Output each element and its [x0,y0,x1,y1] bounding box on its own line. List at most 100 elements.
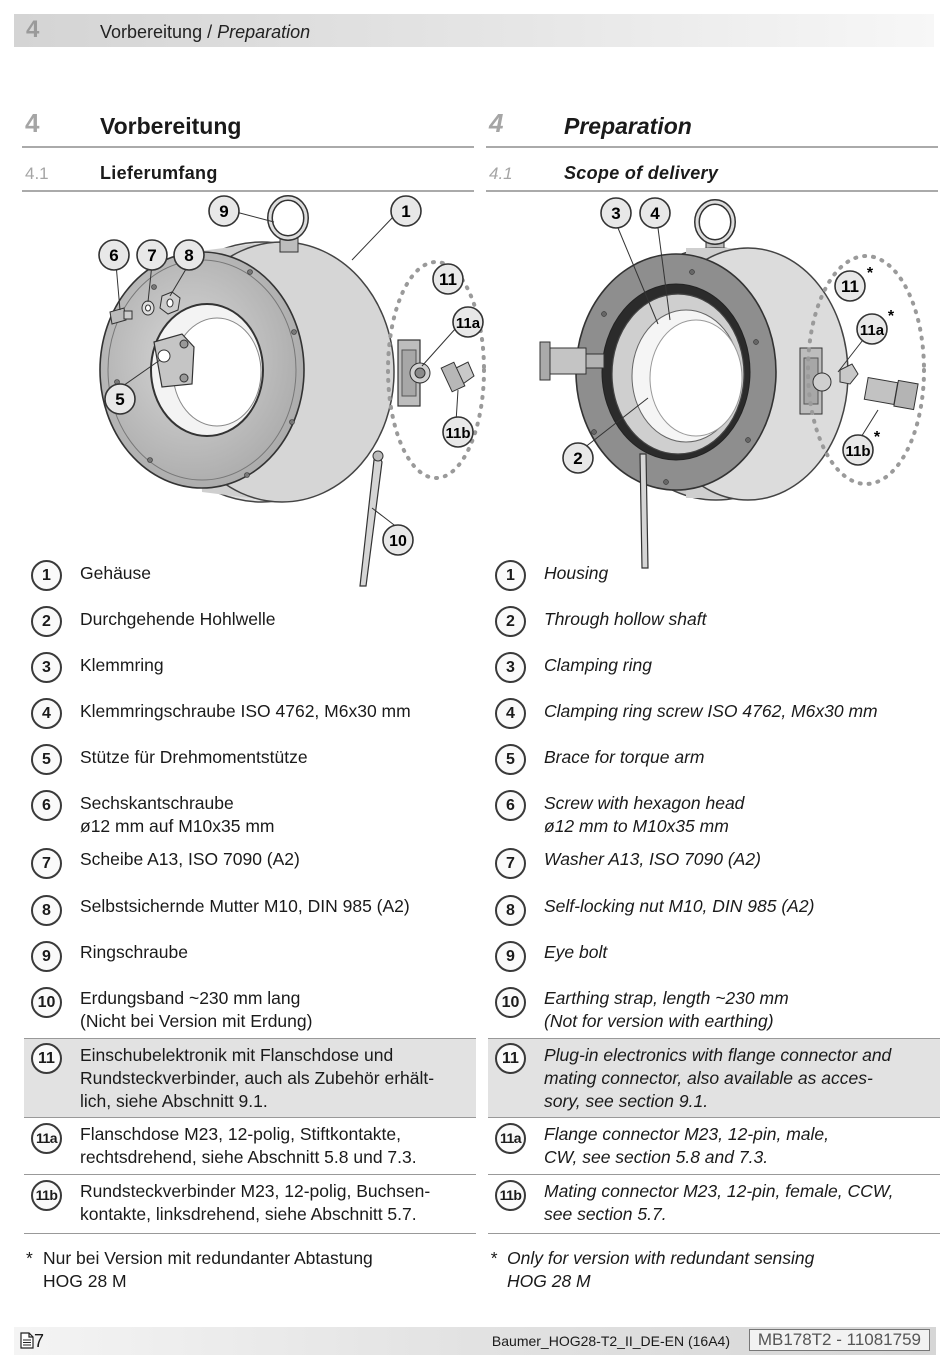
svg-text:11b: 11b [845,443,870,460]
item-number-badge: 8 [31,895,62,926]
list-item: 5 Stütze für Drehmomentstütze [24,740,476,780]
item-number-badge: 3 [31,652,62,683]
svg-text:8: 8 [184,246,193,265]
callout-9: 9 [208,195,240,227]
callout-11: 11 [432,263,464,295]
page-document-icon [20,1332,34,1349]
svg-text:7: 7 [147,246,156,265]
callout-11b: 11b [842,434,874,466]
section-title: Vorbereitung [100,113,242,139]
page-number: 7 [20,1331,44,1352]
item-text: Sechskantschraube ø12 mm auf M10x35 mm [80,793,275,836]
svg-text:11: 11 [439,270,457,289]
callout-11: 11 [834,270,866,302]
item-text: Selbstsichernde Mutter M10, DIN 985 (A2) [80,896,410,916]
item-number-badge: 11a [31,1123,62,1154]
callout-10: 10 [382,524,414,556]
footnote-text: Only for version with redundant sensing … [507,1248,815,1291]
subsection-title: Scope of delivery [564,163,719,183]
encoder-front-illustration: 9 1 6 7 8 11 11a 5 11b 10 [22,192,486,596]
item-number-badge: 2 [495,606,526,637]
list-item: 6 Sechskantschraube ø12 mm auf M10x35 mm [24,786,476,838]
german-column-headings: 4 Vorbereitung 4.1 Lieferumfang [22,100,474,192]
item-text: Gehäuse [80,563,152,583]
list-item: 2 Through hollow shaft [488,602,940,642]
document-name: Baumer_HOG28-T2_II_DE-EN (16A4) [491,1333,730,1349]
item-text: Clamping ring [544,655,652,675]
running-header: 4 Vorbereitung / Preparation [14,14,934,47]
chapter-number: 4 [26,16,40,43]
english-column-headings: 4 Preparation 4.1 Scope of delivery [486,100,938,192]
item-text: Klemmring [80,655,164,675]
svg-text:6: 6 [109,246,118,265]
item-number-badge: 4 [31,698,62,729]
footnote-asterisk: * [490,1248,497,1268]
item-number-badge: 3 [495,652,526,683]
item-text: Erdungsband ~230 mm lang (Nicht bei Vers… [80,988,313,1031]
subsection-heading: 4.1 Lieferumfang [22,160,474,192]
footnote-text: Nur bei Version mit redundanter Abtastun… [43,1248,373,1291]
item-number-badge: 9 [495,941,526,972]
callout-11b: 11b [442,416,474,448]
page-footer: 7 Baumer_HOG28-T2_II_DE-EN (16A4) MB178T… [14,1327,936,1355]
document-code: MB178T2 - 11081759 [748,1329,930,1351]
item-number-badge: 8 [495,895,526,926]
list-item: 4 Klemmringschraube ISO 4762, M6x30 mm [24,694,476,734]
subsection-heading: 4.1 Scope of delivery [486,160,938,192]
item-text: Plug-in electronics with flange connecto… [544,1045,892,1111]
list-item: 8 Selbstsichernde Mutter M10, DIN 985 (A2… [24,891,476,931]
item-number-badge: 11a [495,1123,526,1154]
item-number-badge: 6 [495,790,526,821]
item-number-badge: 1 [31,560,62,591]
svg-text:1: 1 [401,202,410,221]
callout-1: 1 [390,195,422,227]
encoder-rear-drawing: 3 4 11 * 11a * 2 11b * [539,197,926,569]
item-text: Brace for torque arm [544,747,705,767]
item-text: Flange connector M23, 12-pin, male, CW, … [544,1124,830,1167]
item-text: Screw with hexagon head ø12 mm to M10x35… [544,793,745,836]
item-text: Earthing strap, length ~230 mm (Not for … [544,988,789,1031]
item-number-badge: 7 [31,848,62,879]
svg-text:5: 5 [115,390,124,409]
section-heading: 4 Vorbereitung [22,100,474,148]
section-number: 4 [25,108,40,138]
item-text: Scheibe A13, ISO 7090 (A2) [80,849,300,869]
item-text: Through hollow shaft [544,609,707,629]
item-text: Flanschdose M23, 12-polig, Stiftkontakte… [80,1124,417,1167]
callout-11-asterisk: * [867,265,874,282]
callout-4: 4 [639,197,671,229]
item-number-badge: 5 [31,744,62,775]
callout-11a-asterisk: * [888,308,895,325]
svg-text:11: 11 [841,277,859,296]
item-number-badge: 10 [495,987,526,1018]
item-number-badge: 1 [495,560,526,591]
item-text: Rundsteckverbinder M23, 12-polig, Buchse… [80,1181,431,1224]
list-item: 3 Klemmring [24,648,476,688]
item-text: Housing [544,563,609,583]
item-text: Stütze für Drehmomentstütze [80,747,308,767]
list-item: 7 Washer A13, ISO 7090 (A2) [488,844,940,884]
item-number-badge: 10 [31,987,62,1018]
list-item: 10 Erdungsband ~230 mm lang (Nicht bei Ve… [24,983,476,1035]
item-number-badge: 4 [495,698,526,729]
list-item: 1 Gehäuse [24,556,476,596]
encoder-rear-illustration: 3 4 11 * 11a * 2 11b * [486,192,938,596]
item-text: Self-locking nut M10, DIN 985 (A2) [544,896,815,916]
encoder-front-drawing: 9 1 6 7 8 11 11a 5 11b 10 [98,195,486,587]
callout-7: 7 [136,239,168,271]
item-number-badge: 6 [31,790,62,821]
item-text: Klemmringschraube ISO 4762, M6x30 mm [80,701,411,721]
list-item: 7 Scheibe A13, ISO 7090 (A2) [24,844,476,884]
list-item: 1 Housing [488,556,940,596]
svg-text:3: 3 [611,204,620,223]
callout-8: 8 [173,239,205,271]
item-text: Durchgehende Hohlwelle [80,609,276,629]
subsection-number: 4.1 [25,164,49,183]
item-number-badge: 7 [495,848,526,879]
item-text: Washer A13, ISO 7090 (A2) [544,849,761,869]
